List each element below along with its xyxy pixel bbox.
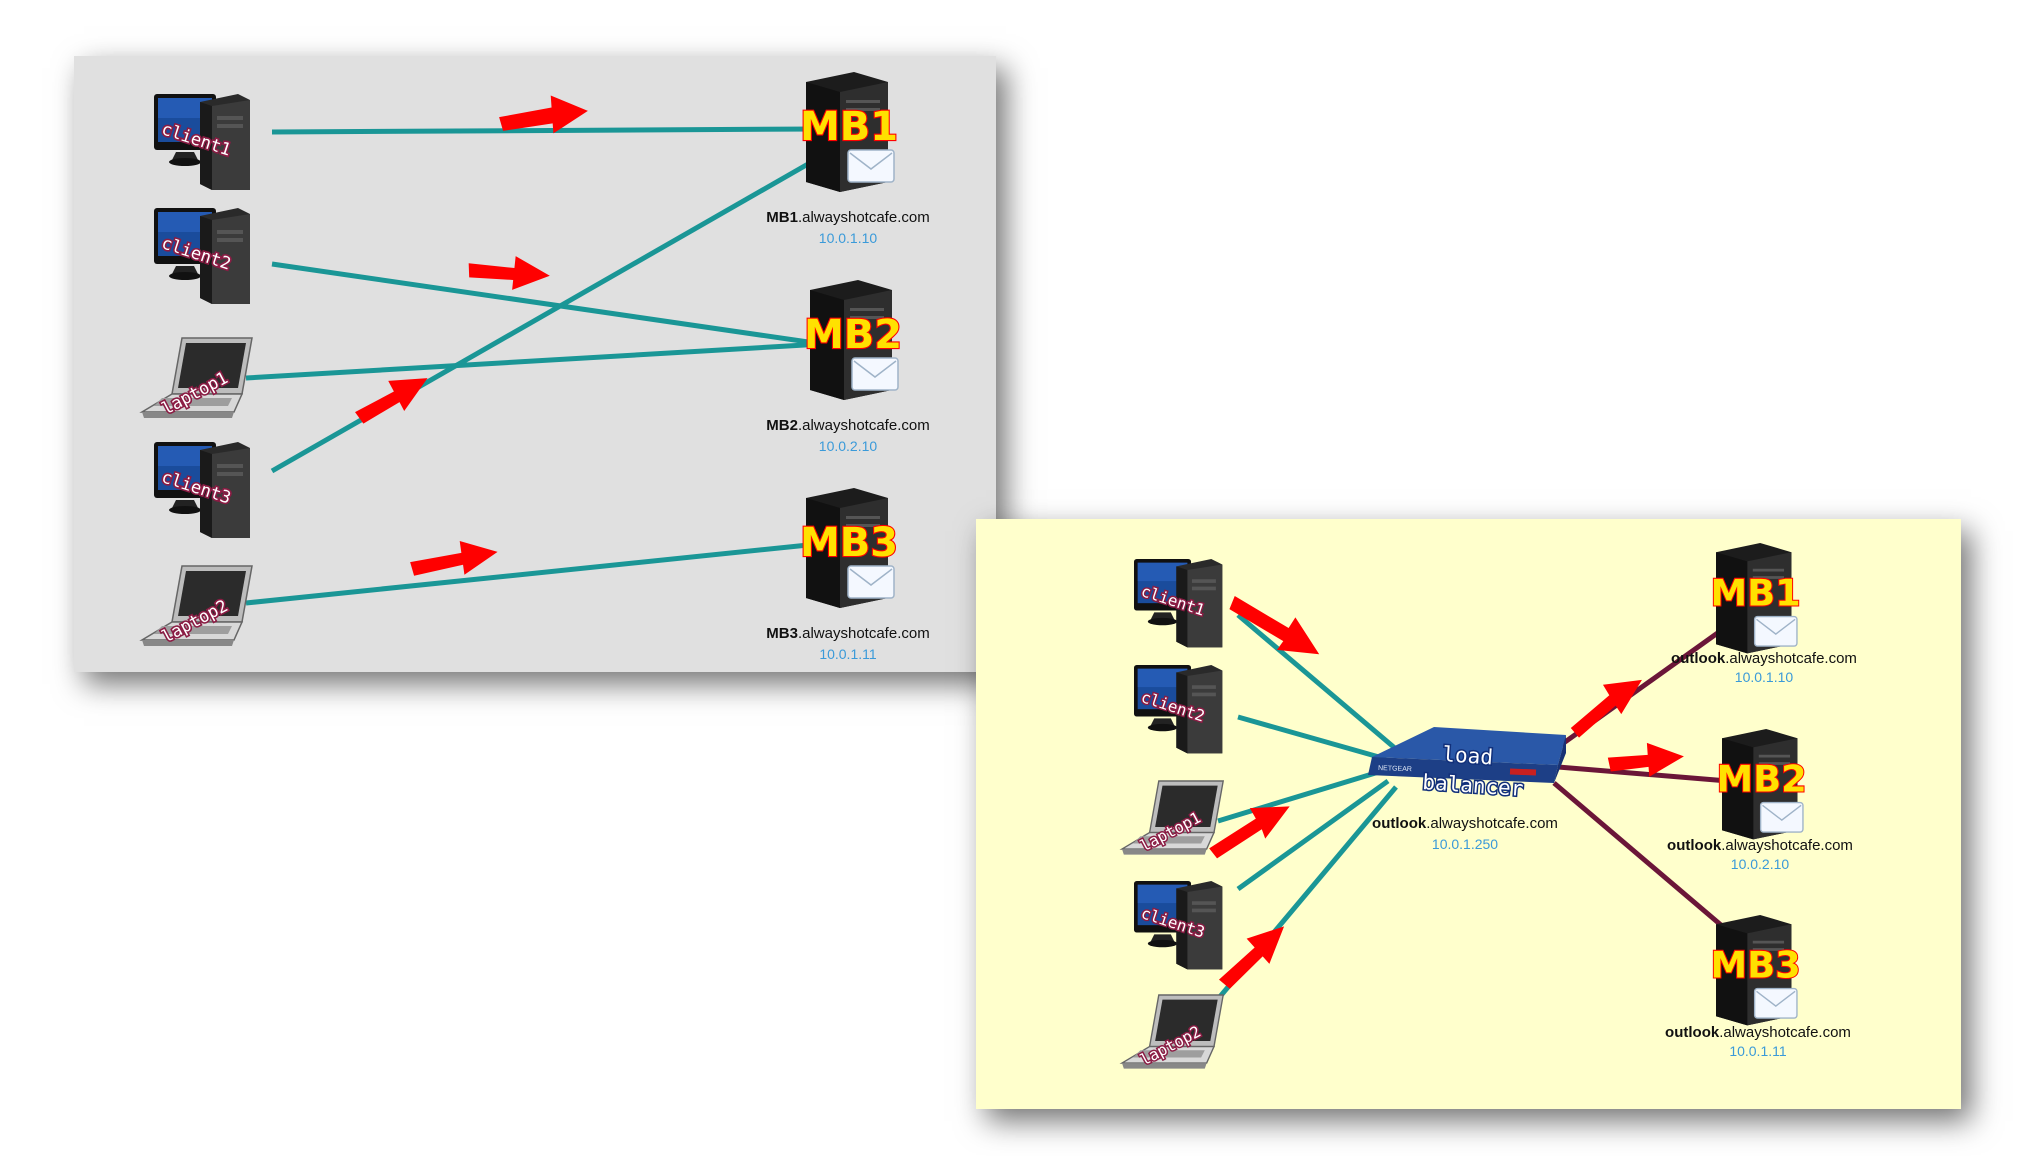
after-arrows: [1209, 596, 1684, 989]
arrow-lb-mb2: [1607, 742, 1684, 777]
device-brand: NETGEAR: [1378, 765, 1412, 773]
lb-label-line1: load: [1442, 742, 1494, 769]
envelope-icon: [847, 149, 895, 183]
arrow-client2: [468, 256, 550, 290]
envelope-icon: [1753, 615, 1798, 647]
link-lb-mb2: [1557, 764, 1729, 784]
before-arrows: [355, 95, 588, 576]
link-lb-mb3: [1552, 781, 1730, 933]
server-mb3: MB3 MB3.alwayshotcafe.com 10.0.1.11: [766, 488, 930, 662]
server-label: MB1: [800, 104, 898, 150]
server-ip: 10.0.1.11: [819, 646, 877, 662]
server-mb2-ip: 10.0.2.10: [1731, 856, 1790, 872]
laptop-icon: [1121, 994, 1224, 1070]
client-client2: client2: [1134, 665, 1223, 754]
server-mb1-ip: 10.0.1.10: [1735, 669, 1794, 685]
laptop-icon: [141, 565, 253, 647]
link-client1-mb1: [271, 126, 819, 135]
server-mb2-hostname: outlook.alwayshotcafe.com: [1667, 837, 1853, 854]
envelope-icon: [847, 565, 895, 599]
link-client2-lb: [1237, 714, 1387, 762]
diagram-after-canvas: NETGEAR load balancer outlook.alwayshotc…: [1121, 543, 1857, 1071]
link-client3-mb1: [270, 153, 824, 474]
network-appliance-icon: NETGEAR: [1368, 727, 1566, 783]
envelope-icon: [1759, 801, 1804, 833]
link-laptop1-lb: [1217, 768, 1383, 824]
server-mb1: MB1 MB1.alwayshotcafe.com 10.0.1.10: [766, 72, 930, 246]
arrow-laptop2: [410, 541, 498, 576]
server-hostname: MB1.alwayshotcafe.com: [766, 209, 929, 226]
server-mb3-hostname: outlook.alwayshotcafe.com: [1665, 1024, 1851, 1041]
client-laptop2: laptop2: [1121, 994, 1224, 1071]
client-client1: client1: [1134, 559, 1223, 648]
server-mb2: MB2: [1715, 729, 1808, 840]
server-hostname: MB2.alwayshotcafe.com: [766, 417, 929, 434]
server-ip: 10.0.2.10: [819, 438, 878, 454]
diagram-after-panel: NETGEAR load balancer outlook.alwayshotc…: [976, 519, 1961, 1109]
diagram-before-panel: client1 client2 laptop1 client3 laptop2 …: [74, 56, 996, 672]
client-client1: client1: [154, 94, 250, 190]
client-laptop1: laptop1: [1121, 780, 1224, 857]
after-client-links: [1216, 613, 1398, 1001]
server-mb1: MB1: [1709, 543, 1802, 654]
arrow-laptop1-lb: [1209, 806, 1290, 859]
link-laptop2-mb3: [245, 541, 819, 606]
client-client3: client3: [154, 442, 250, 538]
client-client2: client2: [154, 208, 250, 304]
link-laptop1-mb2: [245, 341, 823, 381]
envelope-icon: [1753, 987, 1798, 1019]
envelope-icon: [851, 357, 899, 391]
arrow-client3: [355, 378, 428, 424]
server-label: MB2: [1716, 758, 1806, 801]
server-label: MB1: [1710, 572, 1800, 615]
server-label: MB2: [804, 312, 902, 358]
client-client3: client3: [1134, 881, 1223, 970]
arrow-lb-mb1: [1570, 679, 1642, 738]
laptop-icon: [141, 337, 253, 419]
link-client2-mb2: [271, 261, 823, 347]
lb-ip: 10.0.1.250: [1432, 836, 1498, 852]
server-hostname: MB3.alwayshotcafe.com: [766, 625, 929, 642]
server-mb3: MB3: [1709, 915, 1802, 1026]
lb-hostname: outlook.alwayshotcafe.com: [1372, 815, 1558, 832]
arrow-client1: [499, 95, 588, 134]
server-mb3-ip: 10.0.1.11: [1729, 1043, 1787, 1059]
server-ip: 10.0.1.10: [819, 230, 878, 246]
client-laptop1: laptop1: [141, 337, 253, 421]
after-server-links: [1552, 624, 1730, 933]
server-label: MB3: [800, 520, 898, 566]
client-laptop2: laptop2: [141, 565, 253, 649]
arrow-laptop2-lb: [1218, 926, 1285, 989]
server-mb1-hostname: outlook.alwayshotcafe.com: [1671, 650, 1857, 667]
server-label: MB3: [1710, 944, 1800, 987]
link-client1-lb: [1236, 613, 1398, 751]
laptop-icon: [1121, 780, 1224, 856]
link-client3-lb: [1236, 778, 1390, 892]
before-links: [245, 126, 824, 606]
diagram-before-canvas: client1 client2 laptop1 client3 laptop2 …: [141, 72, 930, 662]
server-mb2: MB2 MB2.alwayshotcafe.com 10.0.2.10: [766, 280, 930, 454]
arrow-client1-lb: [1229, 596, 1320, 655]
load-balancer: NETGEAR load balancer outlook.alwayshotc…: [1368, 727, 1566, 852]
